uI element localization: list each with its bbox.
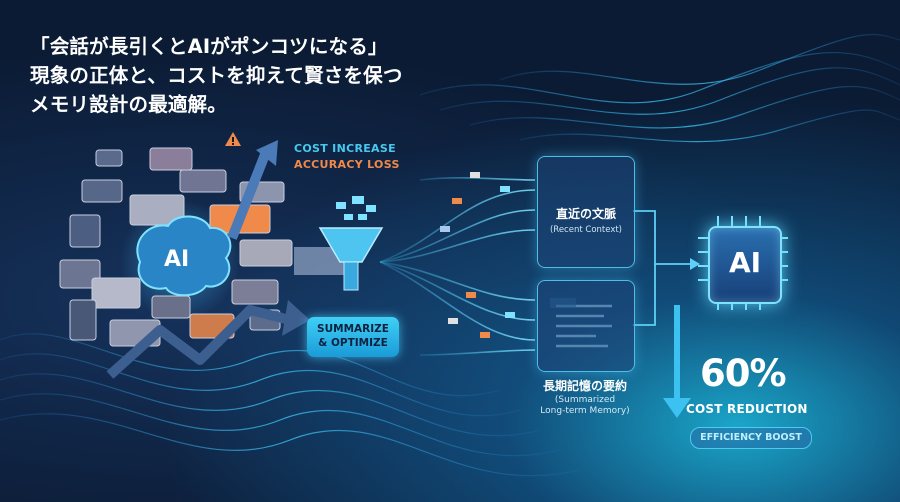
ai-chip: AI: [708, 226, 782, 304]
optimize-label: & OPTIMIZE: [318, 337, 388, 349]
trend-arrow-icon: [106, 305, 292, 379]
message-icons: [336, 196, 376, 220]
ai-chip-label: AI: [728, 246, 762, 279]
brain-ai-label: AI: [164, 247, 190, 272]
brain-icon: [136, 215, 232, 297]
recent-context-title: 直近の文脈: [555, 207, 616, 221]
long-term-memory-sub-2: Long-term Memory): [540, 406, 630, 416]
recent-context-box: 直近の文脈 (Recent Context): [537, 156, 635, 268]
long-term-memory-box: [537, 280, 635, 372]
recent-context-subtitle: (Recent Context): [549, 225, 622, 235]
trend-arrow-head-icon: [282, 300, 310, 336]
summarize-badge: SUMMARIZE & OPTIMIZE: [307, 317, 399, 357]
arrow-to-chip-icon: [690, 258, 700, 270]
down-arrow-icon: [663, 305, 691, 418]
headline-line-2: 現象の正体と、コストを抑えて賢さを保つ: [30, 64, 403, 87]
funnel-icon: [318, 227, 384, 291]
long-term-memory-sub-1: (Summarized: [554, 395, 616, 405]
percent-reduction: 60%: [700, 352, 787, 395]
headline-line-3: メモリ設計の最適解。: [30, 93, 228, 116]
wave-lines-top: [419, 33, 900, 143]
headline: 「会話が長引くとAIがポンコツになる」 現象の正体と、コストを抑えて賢さを保つ …: [30, 32, 403, 119]
efficiency-boost-badge: EFFICIENCY BOOST: [690, 427, 812, 449]
long-term-memory-title: 長期記憶の要約: [542, 379, 627, 393]
cost-reduction-label: COST REDUCTION: [686, 402, 808, 416]
summarize-label: SUMMARIZE: [317, 323, 389, 335]
cost-arrow-icon: [227, 150, 271, 240]
accuracy-loss-label: ACCURACY LOSS: [294, 158, 400, 171]
merge-connectors: [633, 210, 690, 326]
data-chips: [440, 172, 515, 338]
warning-icon: [225, 132, 241, 146]
headline-line-1: 「会話が長引くとAIがポンコツになる」: [30, 35, 388, 58]
cost-arrow-head-icon: [256, 140, 278, 166]
flow-lines: [379, 176, 536, 356]
cost-increase-label: COST INCREASE: [294, 142, 396, 155]
long-term-memory-subtitle: (Summarized Long-term Memory): [505, 395, 665, 417]
wave-lines-bottom: [0, 333, 581, 477]
